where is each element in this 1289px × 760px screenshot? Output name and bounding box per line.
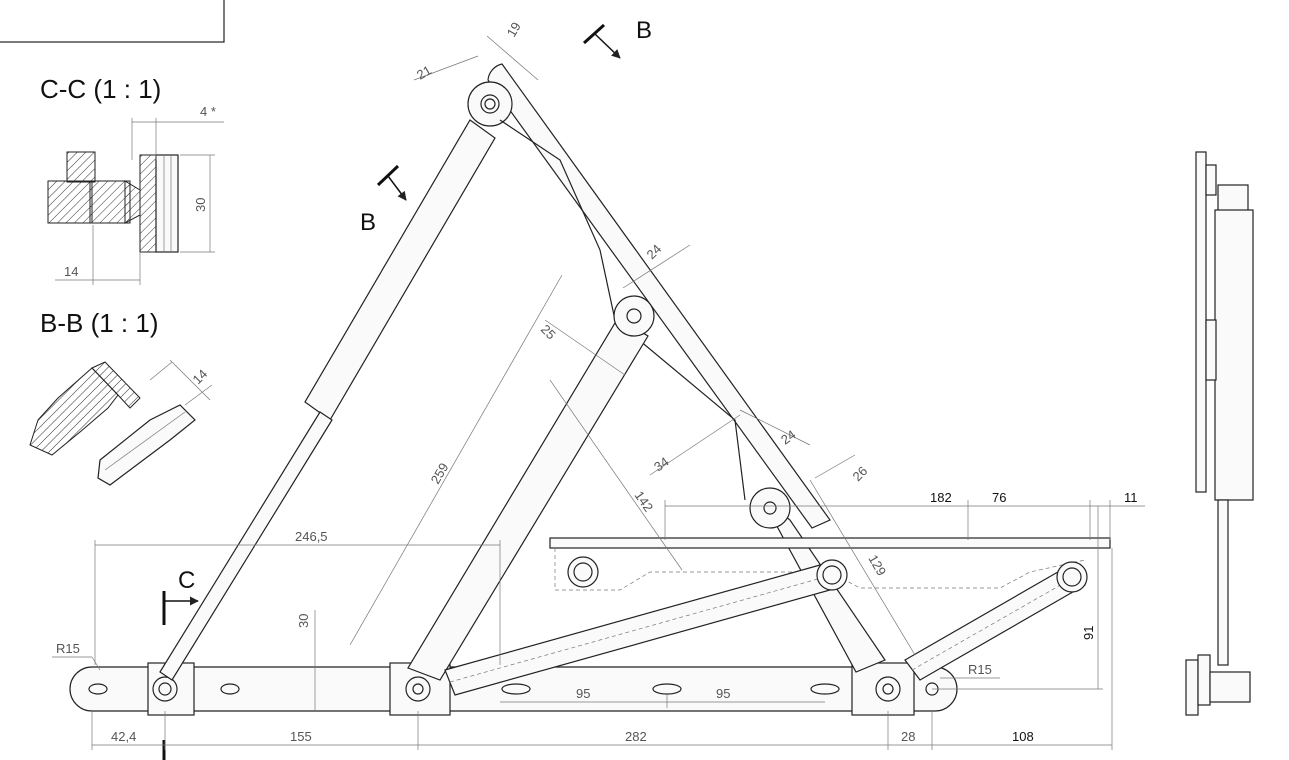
side-view xyxy=(1185,151,1254,716)
dim-11: 11 xyxy=(1124,490,1138,505)
dim-4: 4 * xyxy=(200,104,216,119)
rear-plate xyxy=(549,537,1111,549)
dim-76: 76 xyxy=(992,490,1006,505)
dim-21: 21 xyxy=(414,62,434,82)
gas-spring-rod xyxy=(159,411,333,681)
section-bb: B-B (1 : 1) 14 xyxy=(29,308,213,486)
dim-91: 91 xyxy=(1081,626,1096,640)
dim-246-5: 246,5 xyxy=(295,529,328,544)
dim-182: 182 xyxy=(930,490,952,505)
dim-25: 25 xyxy=(538,322,559,343)
dim-129: 129 xyxy=(865,552,889,578)
dim-282: 282 xyxy=(625,729,647,744)
dim-34: 34 xyxy=(651,454,671,475)
section-cc: C-C (1 : 1) 4 * 30 14 xyxy=(40,74,224,285)
section-markers: B B C xyxy=(162,17,652,760)
dim-259: 259 xyxy=(428,460,452,486)
dim-30-cc: 30 xyxy=(193,198,208,212)
dim-108: 108 xyxy=(1012,729,1034,744)
title-block-corner xyxy=(0,0,225,43)
dim-19: 19 xyxy=(504,19,524,39)
dim-42-4: 42,4 xyxy=(111,729,136,744)
gas-spring-cylinder xyxy=(304,119,496,421)
dim-30-main: 30 xyxy=(296,614,311,628)
dim-24-upper: 24 xyxy=(644,241,665,262)
dim-28: 28 xyxy=(901,729,915,744)
section-b-top-label: B xyxy=(636,17,652,44)
main-view xyxy=(69,63,1111,716)
dim-26: 26 xyxy=(850,463,871,484)
section-bb-title: B-B (1 : 1) xyxy=(40,308,158,338)
dim-r15-left: R15 xyxy=(56,641,80,656)
section-cc-title: C-C (1 : 1) xyxy=(40,74,161,104)
dim-r15-right: R15 xyxy=(968,662,992,677)
dim-14-bb: 14 xyxy=(190,366,211,387)
dim-24-lower: 24 xyxy=(778,427,798,448)
section-c-label: C xyxy=(178,567,195,594)
base-plate xyxy=(69,666,958,712)
dim-142: 142 xyxy=(632,488,657,514)
dim-155: 155 xyxy=(290,729,312,744)
dim-14-cc: 14 xyxy=(64,264,78,279)
section-b-left-label: B xyxy=(360,209,376,236)
dim-95-left: 95 xyxy=(576,686,590,701)
dim-95-right: 95 xyxy=(716,686,730,701)
